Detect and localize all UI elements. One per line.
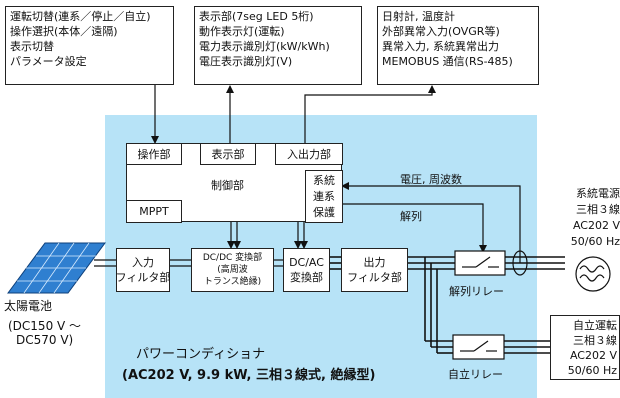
io-info-line: 日射計, 温度計 xyxy=(382,10,455,23)
operation-info-line: パラメータ設定 xyxy=(10,55,87,68)
solar-range-line: (DC150 V ～ xyxy=(8,319,82,333)
dcdc-line: (高周波 xyxy=(217,265,248,275)
operation-info-box: 運転切替(連系／停止／自立) 操作選択(本体／遠隔) 表示切替 パラメータ設定 xyxy=(5,6,174,85)
operation-unit: 操作部 xyxy=(126,143,182,165)
dcdc-block: DC/DC 変換部 (高周波 トランス絶縁) xyxy=(191,248,274,292)
input-filter-line: 入力 xyxy=(132,256,154,269)
grid-protection-line: 連系 xyxy=(313,190,335,203)
disconnect-relay-symbol xyxy=(454,250,506,276)
display-info-line: 電力表示識別灯(kW/kWh) xyxy=(199,40,330,53)
disconnect-signal-label: 解列 xyxy=(400,210,422,223)
grid-protection-unit: 系統 連系 保護 xyxy=(305,170,343,223)
io-info-box: 日射計, 温度計 外部異常入力(OVGR等) 異常入力, 系統異常出力 MEMO… xyxy=(377,6,539,85)
conditioner-name: パワーコンディショナ xyxy=(136,347,266,362)
grid-source-line: 三相３線 xyxy=(576,203,620,216)
display-info-line: 電圧表示識別灯(V) xyxy=(199,55,293,68)
solar-panel-icon xyxy=(7,242,106,294)
operation-info-line: 操作選択(本体／遠隔) xyxy=(10,25,118,38)
io-unit: 入出力部 xyxy=(275,143,343,165)
display-info-line: 表示部(7seg LED 5桁) xyxy=(199,10,314,23)
dcac-block: DC/AC 変換部 xyxy=(283,248,330,292)
grid-source-line: 系統電源 xyxy=(576,187,620,200)
io-info-line: 異常入力, 系統異常出力 xyxy=(382,40,499,53)
grid-protection-line: 系統 xyxy=(313,174,335,187)
output-filter-block: 出力 フィルタ部 xyxy=(341,248,408,292)
current-sensor-icon xyxy=(512,250,528,276)
standalone-output-box: 自立運転 三相３線 AC202 V 50/60 Hz xyxy=(550,315,620,380)
display-info-line: 動作表示灯(運転) xyxy=(199,25,285,38)
grid-source-line: 50/60 Hz xyxy=(570,235,620,248)
operation-info-line: 表示切替 xyxy=(10,40,54,53)
output-filter-line: 出力 xyxy=(363,256,386,269)
output-filter-line: フィルタ部 xyxy=(347,271,402,284)
solar-label: 太陽電池 xyxy=(4,299,53,313)
input-filter-line: フィルタ部 xyxy=(115,271,171,284)
solar-range-line: DC570 V) xyxy=(16,333,74,347)
grid-source-label: 系統電源 三相３線 AC202 V 50/60 Hz xyxy=(556,186,620,250)
input-filter-block: 入力 フィルタ部 xyxy=(116,248,170,292)
disconnect-relay-label: 解列リレー xyxy=(449,285,504,298)
display-unit: 表示部 xyxy=(200,143,256,165)
standalone-relay-symbol xyxy=(452,334,505,360)
grid-source-line: AC202 V xyxy=(572,219,620,232)
voltage-frequency-label: 電圧, 周波数 xyxy=(400,173,462,186)
dcac-line: 変換部 xyxy=(290,271,323,284)
display-info-box: 表示部(7seg LED 5桁) 動作表示灯(運転) 電力表示識別灯(kW/kW… xyxy=(194,6,362,85)
ac-source-icon xyxy=(575,256,611,292)
standalone-output-line: AC202 V xyxy=(569,349,617,362)
io-info-line: MEMOBUS 通信(RS-485) xyxy=(382,55,513,68)
standalone-output-line: 50/60 Hz xyxy=(567,364,617,377)
dcac-line: DC/AC xyxy=(289,256,324,269)
standalone-relay-label: 自立リレー xyxy=(448,368,503,381)
control-unit-label: 制御部 xyxy=(211,179,244,192)
conditioner-spec: (AC202 V, 9.9 kW, 三相３線式, 絶縁型) xyxy=(122,368,376,383)
control-unit-box: 操作部 表示部 入出力部 制御部 MPPT 系統 連系 保護 xyxy=(126,143,343,223)
io-info-line: 外部異常入力(OVGR等) xyxy=(382,25,500,38)
standalone-output-line: 自立運転 xyxy=(573,319,617,332)
mppt-unit: MPPT xyxy=(126,200,182,223)
standalone-output-line: 三相３線 xyxy=(573,334,617,347)
dcdc-line: トランス絶縁) xyxy=(203,277,262,287)
dcdc-line: DC/DC 変換部 xyxy=(202,253,263,263)
operation-info-line: 運転切替(連系／停止／自立) xyxy=(10,10,151,23)
grid-protection-line: 保護 xyxy=(313,206,335,219)
